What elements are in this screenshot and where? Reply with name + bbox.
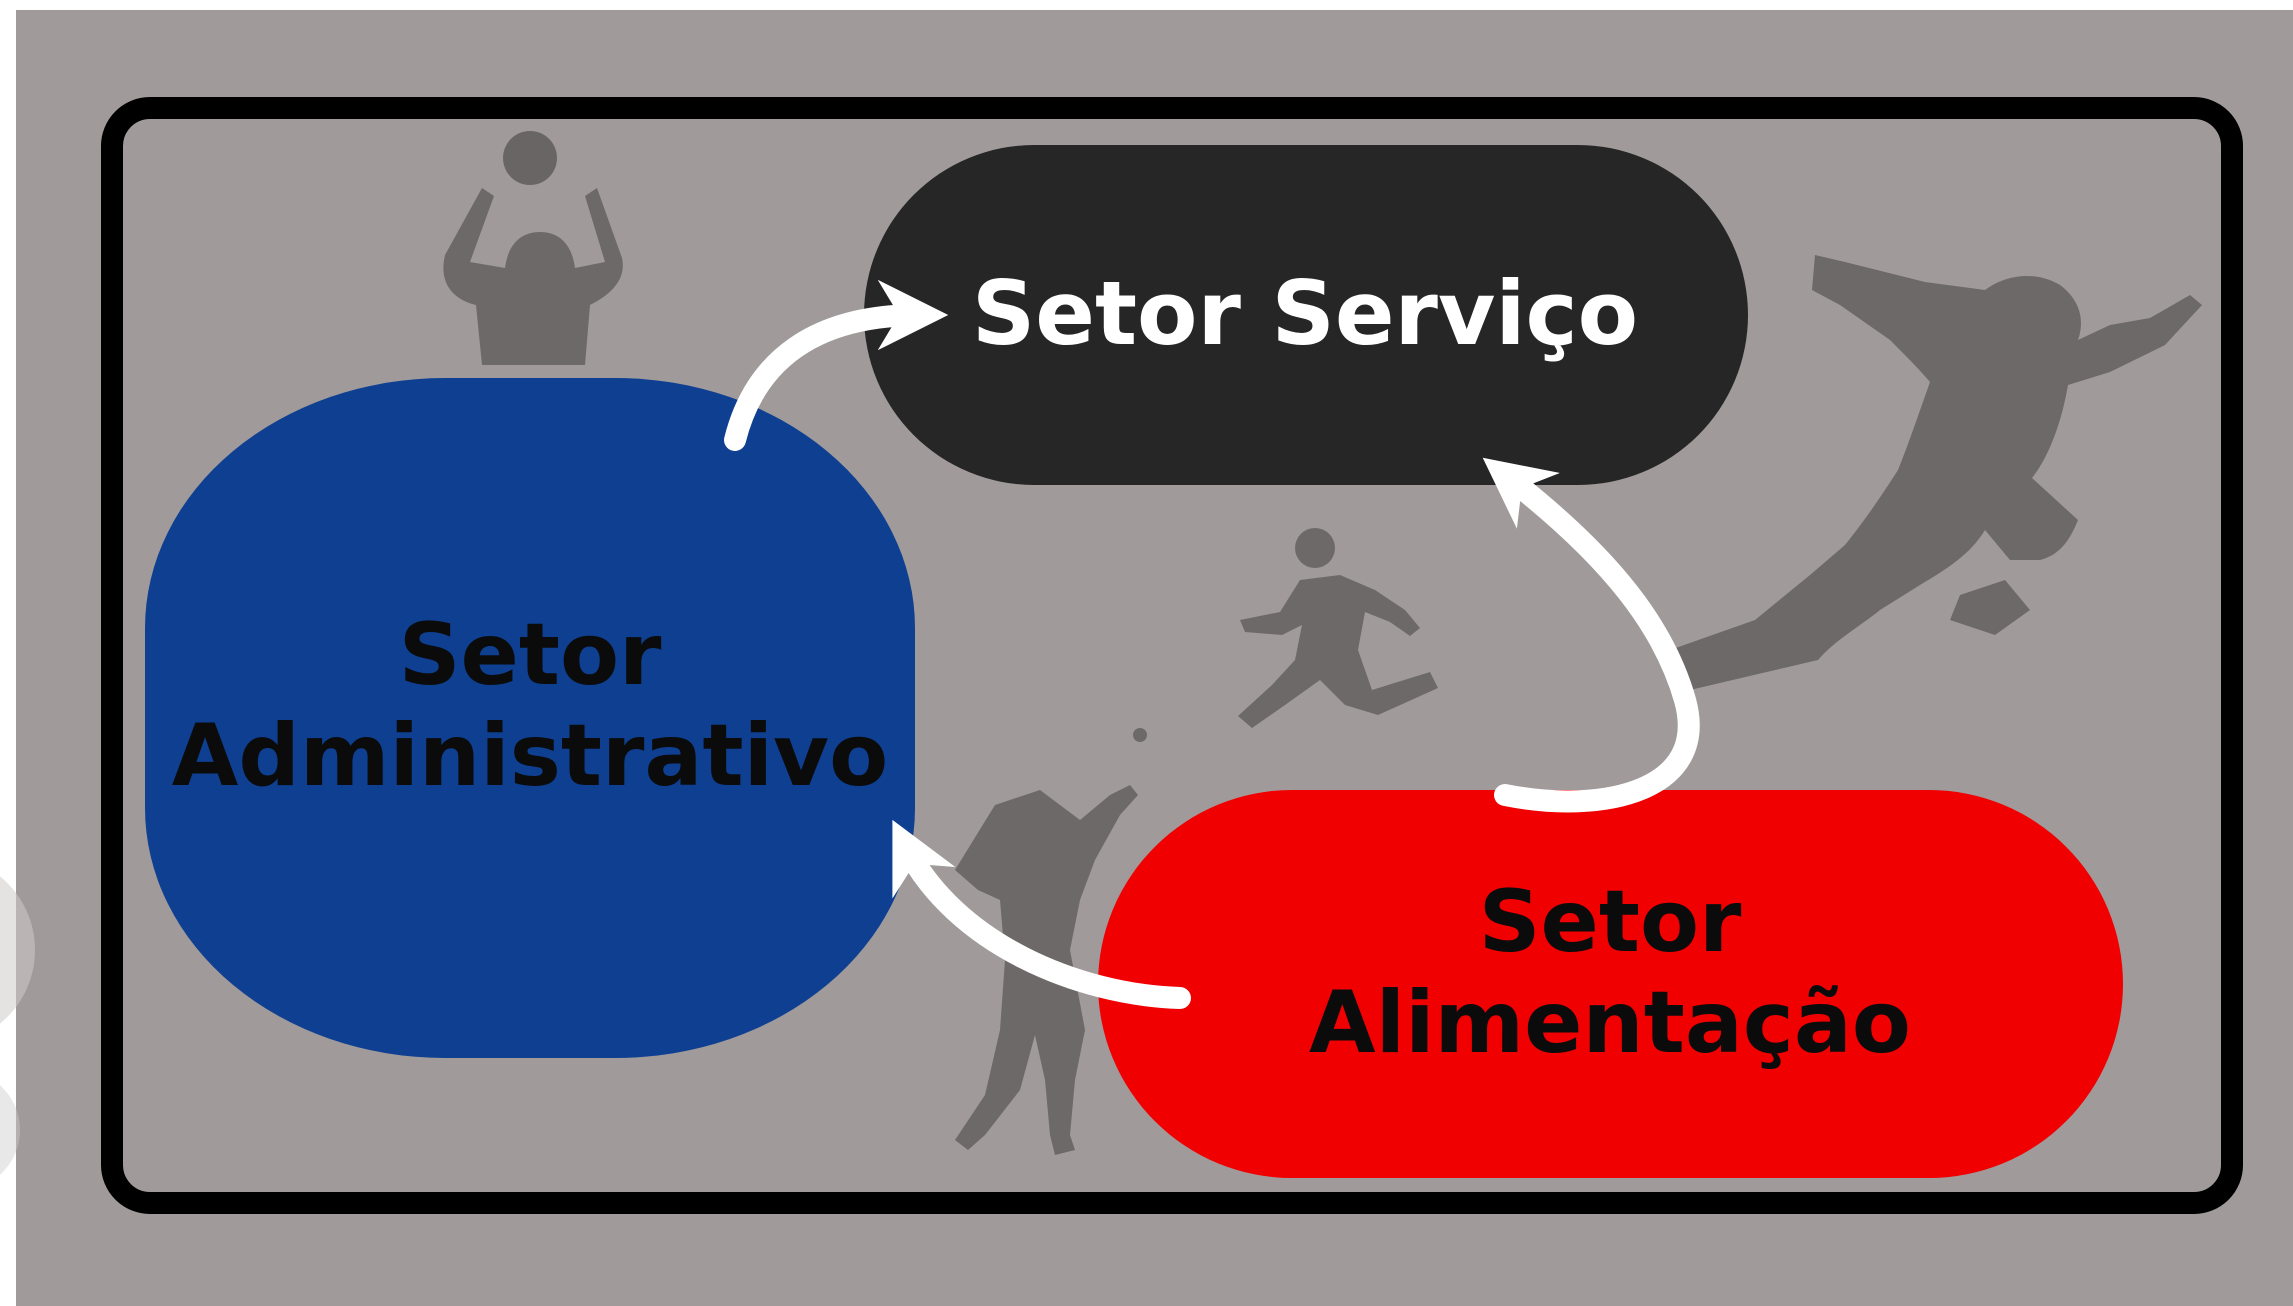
sprinter-silhouette-icon	[1670, 255, 2202, 690]
label-line: Alimentação	[1309, 973, 1911, 1074]
arrow-alimentacao-to-admin	[892, 819, 1191, 1009]
label-setor-administrativo: Setor Administrativo	[145, 605, 915, 808]
label-line: Setor	[398, 605, 662, 705]
diagram-frame	[101, 97, 2243, 1214]
label-line: Administrativo	[171, 706, 889, 807]
label-setor-servico: Setor Serviço	[880, 262, 1730, 366]
label-setor-alimentacao: Setor Alimentação	[1240, 872, 1980, 1075]
decor-arc	[0, 876, 35, 1024]
runner-silhouette-icon	[1133, 528, 1438, 742]
label-line: Setor	[1478, 872, 1742, 972]
label-line: Setor Serviço	[971, 262, 1639, 365]
node-setor-alimentacao	[1098, 790, 2123, 1178]
decor-arc	[0, 1085, 20, 1175]
volleyball-player-silhouette-icon	[443, 131, 623, 365]
node-setor-servico	[864, 145, 1748, 485]
arrow-admin-to-servico	[724, 279, 949, 451]
node-setor-administrativo	[145, 378, 915, 1058]
arrow-alimentacao-to-servico	[1482, 457, 1700, 813]
